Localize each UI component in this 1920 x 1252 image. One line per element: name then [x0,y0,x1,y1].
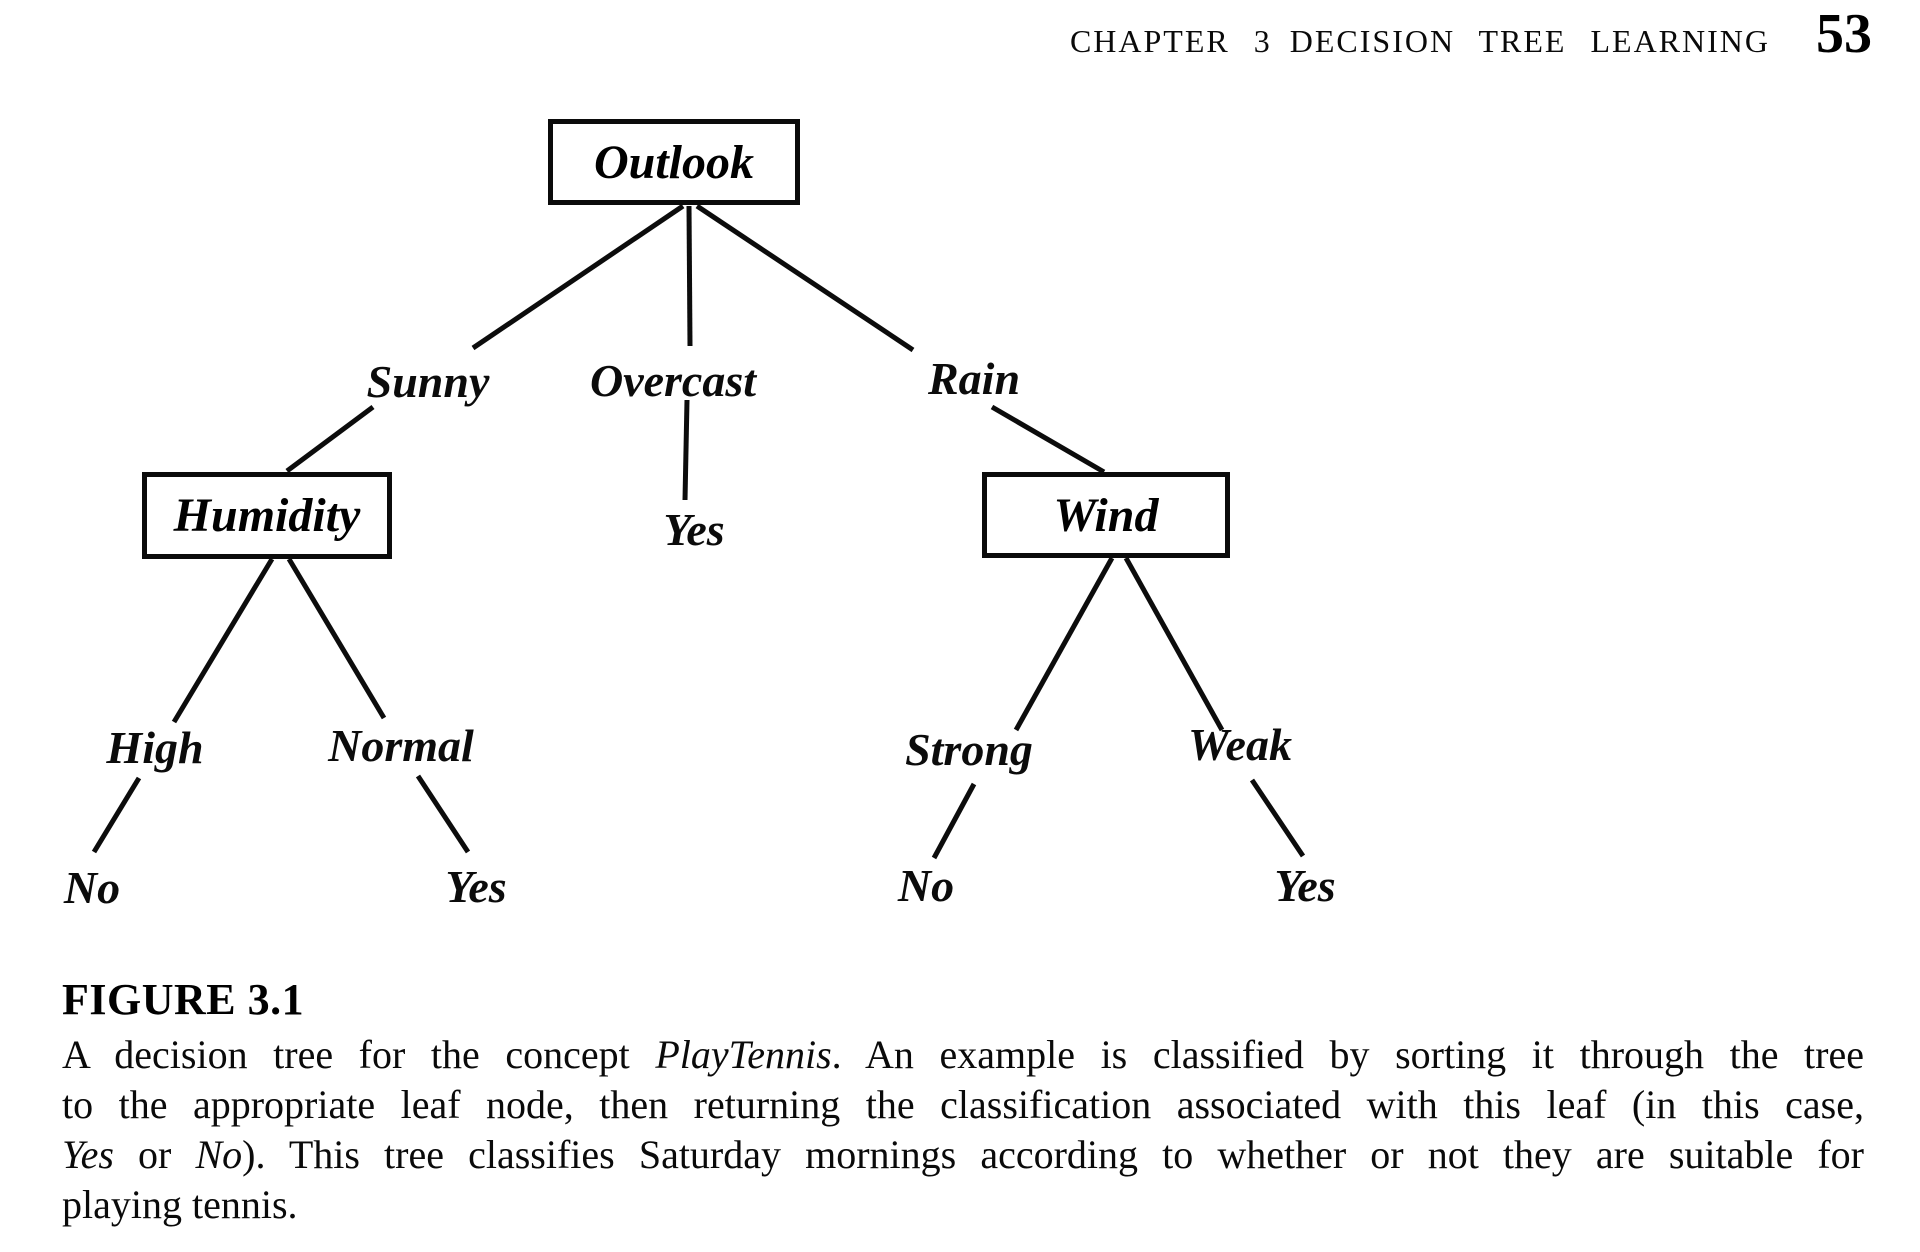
branch-label-overcast: Overcast [589,355,757,406]
leaf-label-strong-no: No [897,860,955,911]
edge-weak-yes [1249,778,1306,858]
caption-text: to the appropriate leaf node, then retur… [62,1082,1864,1127]
node-humidity-label: Humidity [173,489,361,542]
leaf-label-weak-yes: Yes [1274,860,1336,911]
leaf-label-overcast-yes: Yes [663,504,725,555]
edge-normal-yes [415,774,471,854]
edge-sunny-humidity [285,404,375,474]
leaf-label-normal-yes: Yes [445,861,507,912]
figure-caption-heading: FIGURE 3.1 [62,975,305,1024]
page-header: CHAPTER 3 DECISION TREE LEARNING 53 [1070,6,1872,62]
edge-high-no [91,776,142,854]
running-head: CHAPTER 3 DECISION TREE LEARNING [1070,23,1770,60]
caption-line-3: Yes or No). This tree classifies Saturda… [62,1130,1864,1180]
branch-label-weak: Weak [1188,719,1292,770]
branch-label-sunny: Sunny [366,356,490,407]
caption-text: playing tennis. [62,1182,298,1227]
branch-label-high: High [106,722,204,773]
branch-label-rain: Rain [927,353,1021,404]
caption-text: or [113,1132,196,1177]
node-wind-label: Wind [1053,488,1159,542]
caption-line-4: playing tennis. [62,1180,1864,1230]
caption-text: ). This tree classifies Saturday morning… [242,1132,1864,1177]
page-number: 53 [1816,3,1872,65]
caption-line-2: to the appropriate leaf node, then retur… [62,1080,1864,1130]
branch-label-strong: Strong [905,724,1033,775]
leaf-label-high-no: No [63,862,121,913]
edge-rain-wind [990,404,1106,475]
edge-humidity-high [171,557,275,724]
edge-wind-strong [1013,556,1115,732]
edge-overcast-yes [682,399,690,501]
node-humidity: Humidity [142,472,392,559]
caption-text: A decision tree for the concept [62,1032,656,1077]
node-wind: Wind [982,472,1230,558]
caption-term-playtennis: PlayTennis [655,1032,832,1077]
caption-term-no: No [195,1132,243,1177]
chapter-title: DECISION TREE LEARNING [1289,23,1770,59]
caption-text: . An example is classified by sorting it… [831,1032,1864,1077]
node-outlook: Outlook [548,119,800,205]
edge-wind-weak [1123,556,1225,732]
edge-strong-no [931,782,977,860]
edge-humidity-normal [286,557,387,720]
branch-label-normal: Normal [328,720,474,771]
edge-outlook-sunny [471,203,685,351]
caption-term-yes: Yes [62,1132,114,1177]
edge-outlook-rain [695,203,915,353]
caption-line-1: A decision tree for the concept PlayTenn… [62,1030,1864,1080]
edge-outlook-overcast [686,205,693,347]
node-outlook-label: Outlook [593,135,755,189]
chapter-label: CHAPTER 3 [1069,23,1272,59]
figure-caption: A decision tree for the concept PlayTenn… [62,1030,1864,1230]
